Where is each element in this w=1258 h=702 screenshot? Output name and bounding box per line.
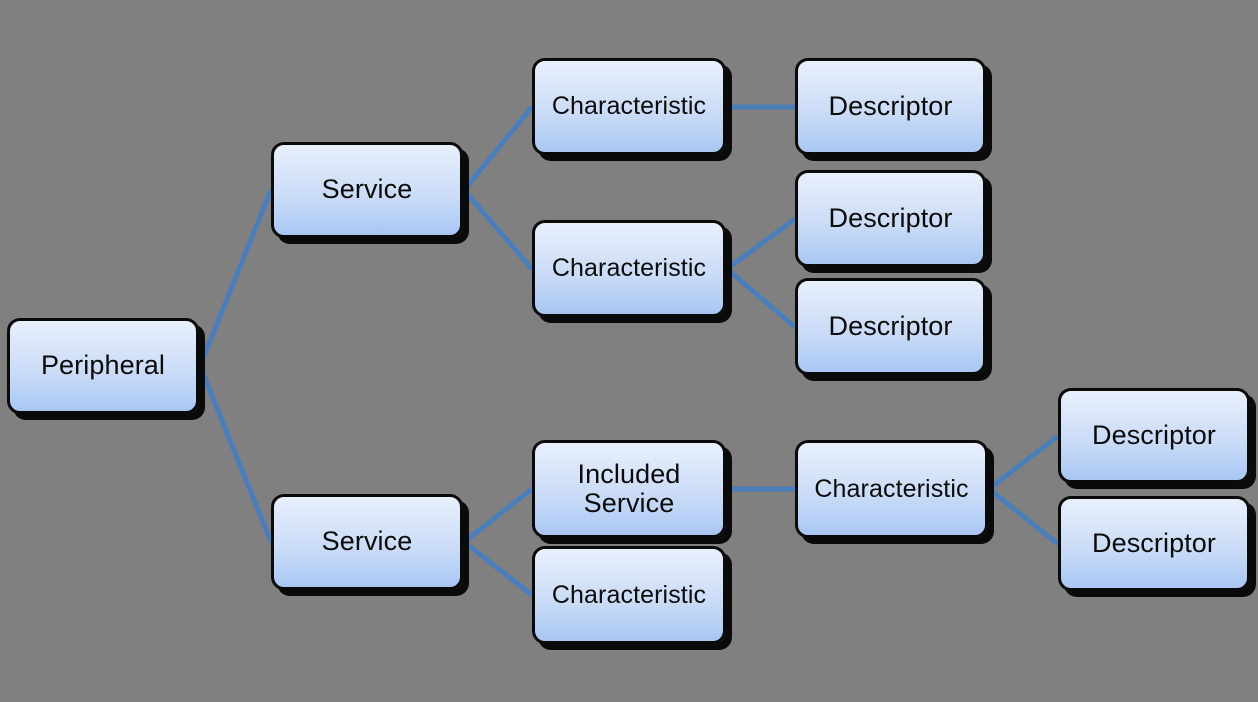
edge-peripheral-service-top <box>197 189 274 367</box>
edge-service-top-characteristic-1 <box>462 105 534 192</box>
node-descriptor-2[interactable]: Descriptor <box>795 170 986 267</box>
edge-service-top-characteristic-2 <box>462 188 534 271</box>
edge-characteristic-2-descriptor-3 <box>725 267 797 329</box>
node-label: Characteristic <box>551 254 707 282</box>
node-descriptor-1[interactable]: Descriptor <box>795 58 986 155</box>
node-descriptor-4[interactable]: Descriptor <box>1058 388 1250 483</box>
node-characteristic-4[interactable]: Characteristic <box>795 440 988 538</box>
node-label: Descriptor <box>1091 419 1217 450</box>
node-label: Descriptor <box>828 90 953 121</box>
node-label: Characteristic <box>551 92 707 120</box>
node-label: Descriptor <box>828 310 953 341</box>
node-service-bottom[interactable]: Service <box>271 494 463 590</box>
node-peripheral[interactable]: Peripheral <box>7 318 199 414</box>
edge-service-bottom-characteristic-3 <box>462 540 534 597</box>
node-service-top[interactable]: Service <box>271 142 463 238</box>
node-label: Descriptor <box>828 202 953 233</box>
node-characteristic-2[interactable]: Characteristic <box>532 220 726 317</box>
edge-service-bottom-included-service <box>462 487 534 544</box>
node-label: Included Service <box>577 458 681 518</box>
edge-characteristic-4-descriptor-5 <box>987 487 1060 546</box>
node-characteristic-3[interactable]: Characteristic <box>532 546 726 644</box>
node-label: Characteristic <box>551 580 707 609</box>
node-characteristic-1[interactable]: Characteristic <box>532 58 726 155</box>
node-included-service[interactable]: Included Service <box>532 440 726 538</box>
edge-peripheral-service-bottom <box>197 365 274 543</box>
node-label: Service <box>321 526 413 557</box>
node-label: Descriptor <box>1091 527 1217 558</box>
node-label: Service <box>321 174 413 205</box>
node-descriptor-5[interactable]: Descriptor <box>1058 496 1250 591</box>
node-label: Characteristic <box>814 474 969 503</box>
node-descriptor-3[interactable]: Descriptor <box>795 278 986 375</box>
node-label: Peripheral <box>40 350 166 381</box>
edge-characteristic-4-descriptor-4 <box>987 434 1060 491</box>
edge-characteristic-2-descriptor-2 <box>725 216 797 272</box>
